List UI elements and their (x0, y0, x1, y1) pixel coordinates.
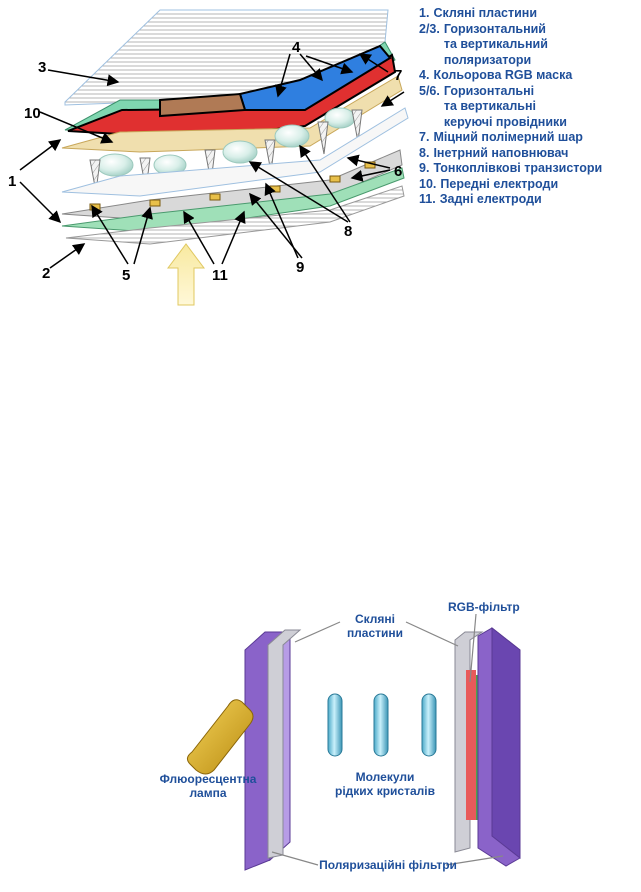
legend-item-text: Кольорова RGB маска (433, 68, 573, 82)
lc-molecule-1 (327, 693, 343, 757)
thin-sheet-layer (61, 107, 409, 197)
legend-item: 8.Інетрний наповнювач (419, 146, 639, 162)
rgb-brown-band (159, 92, 247, 118)
legend-item-number: 4. (419, 68, 430, 82)
legend-item-text: Інетрний наповнювач (433, 145, 569, 160)
legend-item: 10.Передні електроди (419, 177, 639, 193)
label-molecules: Молекули рідких кристалів (335, 770, 435, 798)
legend-item: 2/3.Горизонтальний та вертикальний поляр… (419, 22, 639, 69)
callout-7: 7 (394, 67, 402, 84)
legend-item-text: Скляні пластини (433, 6, 538, 20)
callout-10: 10 (24, 105, 41, 122)
legend-item: 4.Кольорова RGB маска (419, 68, 639, 84)
left-glass (267, 629, 302, 859)
polymer-layer (61, 75, 403, 153)
callout-11: 11 (212, 267, 228, 284)
lc-molecule-2 (373, 693, 389, 757)
callout-4: 4 (292, 39, 301, 56)
callout-3: 3 (38, 59, 46, 76)
legend-item-text: Задні електроди (439, 192, 542, 206)
backlight-arrow (167, 243, 205, 306)
legend-item: 5/6.Горизонтальні та вертикальні керуючі… (419, 84, 639, 131)
legend-item-text: Передні електроди (440, 176, 559, 191)
callout-5: 5 (122, 267, 130, 284)
callout-8: 8 (344, 223, 352, 240)
callout-2: 2 (42, 265, 50, 282)
legend-item: 9.Тонкоплівкові транзистори (419, 161, 639, 177)
callout-1: 1 (8, 173, 16, 190)
legend-item: 1.Скляні пластини (419, 6, 639, 22)
legend-item-number: 11. (419, 192, 436, 206)
legend-item: 7.Міцний полімерний шар (419, 130, 639, 146)
legend-item-text: Тонкоплівкові транзистори (433, 161, 603, 175)
legend-item-text: Міцний полімерний шар (433, 130, 583, 144)
label-lamp: Флюоресцентна лампа (159, 772, 257, 800)
legend-item-number: 2/3. (419, 21, 440, 36)
legend-item-number: 9. (419, 161, 430, 175)
lc-molecule-3 (421, 693, 437, 757)
liquid-crystal-filler (89, 107, 363, 193)
legend-item-number: 1. (419, 6, 430, 20)
label-polarizers: Поляризаційні фільтри (319, 858, 457, 872)
lcd-principle-diagram (186, 613, 521, 871)
bottom-polarizer-layer (65, 185, 405, 245)
callout-6: 6 (394, 163, 402, 180)
label-rgb-filter: RGB-фільтр (448, 600, 520, 614)
legend-item: 11.Задні електроди (419, 192, 639, 208)
legend-item-number: 5/6. (419, 83, 440, 98)
legend-item-number: 8. (419, 145, 430, 160)
legend-item-text: Горизонтальний та вертикальний поляризат… (443, 21, 548, 67)
legend-item-number: 10. (419, 176, 437, 191)
legend-item-text: Горизонтальні та вертикальні керуючі про… (443, 83, 567, 129)
legend-item-number: 7. (419, 130, 430, 144)
callout-arrows (19, 53, 405, 269)
callout-9: 9 (296, 259, 304, 276)
fluorescent-lamp (186, 699, 254, 775)
label-glass-plates: Скляні пластини (346, 612, 404, 640)
